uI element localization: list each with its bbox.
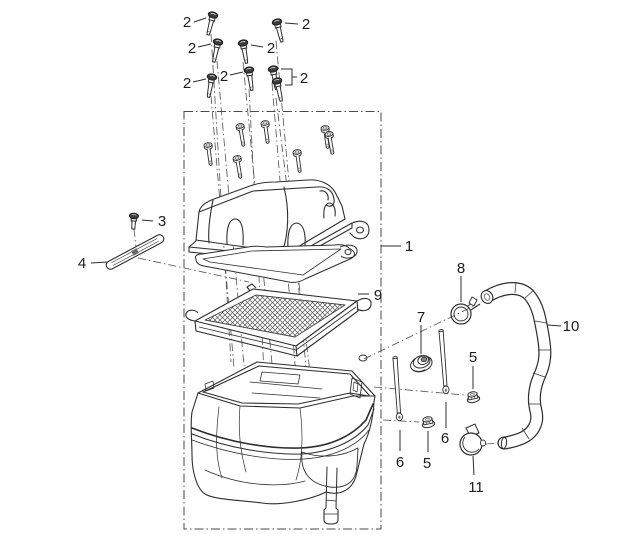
clamp8-hose-centerline xyxy=(363,304,477,360)
screw-icon xyxy=(202,10,219,37)
callout-11: 11 xyxy=(468,479,484,496)
callout-2: 2 xyxy=(302,16,310,33)
breather-hose-10 xyxy=(480,281,552,450)
stud-6-right xyxy=(437,328,450,395)
screw-icon xyxy=(203,141,216,167)
assembly-boundary-box xyxy=(183,111,382,530)
screw-icon xyxy=(292,148,305,174)
air-box-housing xyxy=(190,354,376,525)
callout-2: 2 xyxy=(188,40,196,57)
callout-7: 7 xyxy=(417,309,425,326)
long-screws xyxy=(203,119,337,180)
callout-5: 5 xyxy=(469,349,477,366)
callout-1: 1 xyxy=(405,238,413,255)
callout-2: 2 xyxy=(220,68,228,85)
plate4-centerline xyxy=(137,257,250,283)
holder-plate-4 xyxy=(105,234,165,270)
screw-icon xyxy=(203,72,218,99)
hose-clamp-8 xyxy=(450,296,481,325)
clamp-11 xyxy=(459,423,487,456)
callout-labels: 2 2 2 2 2 2 2 3 4 1 9 8 7 10 5 5 6 6 11 xyxy=(78,14,580,496)
filter-element xyxy=(185,283,372,357)
screw-3 xyxy=(129,212,139,230)
callout-10: 10 xyxy=(563,318,580,335)
screw3-centerline xyxy=(133,228,137,248)
callout-2: 2 xyxy=(300,70,308,87)
callout-3: 3 xyxy=(158,213,166,230)
nut-5-lower xyxy=(420,415,436,430)
screw-icon xyxy=(243,65,258,92)
callout-6: 6 xyxy=(441,430,449,447)
cover-gasket xyxy=(194,244,358,283)
callout-6: 6 xyxy=(396,454,404,471)
callout-2: 2 xyxy=(183,14,191,31)
screw-icon xyxy=(237,38,252,65)
stud-nut-centerline-upper xyxy=(373,386,466,396)
callout-5: 5 xyxy=(423,455,431,472)
grommet-7 xyxy=(410,354,433,373)
callout-2: 2 xyxy=(267,40,275,57)
callout-4: 4 xyxy=(78,255,86,272)
callout-2: 2 xyxy=(183,75,191,92)
filter-mesh xyxy=(204,294,346,338)
stud-nut-centerline-lower xyxy=(382,419,420,423)
nut-5-upper xyxy=(465,390,481,405)
screw-icon xyxy=(232,154,245,180)
screw-icon xyxy=(260,119,273,145)
screw-icon xyxy=(235,122,248,148)
screw-icon xyxy=(271,76,287,103)
callout-8: 8 xyxy=(457,260,465,277)
callout-leaders xyxy=(90,17,562,476)
callout-9: 9 xyxy=(374,287,382,304)
